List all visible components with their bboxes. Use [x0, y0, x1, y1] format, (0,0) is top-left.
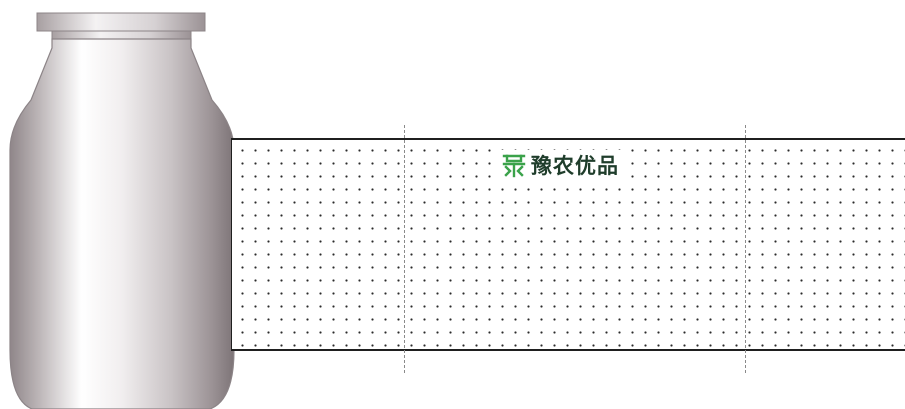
brand-logo: 豫农优品 [498, 150, 622, 180]
fold-line-right [745, 125, 746, 373]
bottle-cap [36, 12, 206, 32]
bottle-neck-ring [51, 30, 192, 40]
milk-bottle [9, 12, 235, 409]
yu-character-logo-icon [502, 154, 526, 178]
bottle-body [9, 38, 235, 409]
fold-line-left [404, 125, 405, 373]
brand-name: 豫农优品 [531, 154, 619, 178]
